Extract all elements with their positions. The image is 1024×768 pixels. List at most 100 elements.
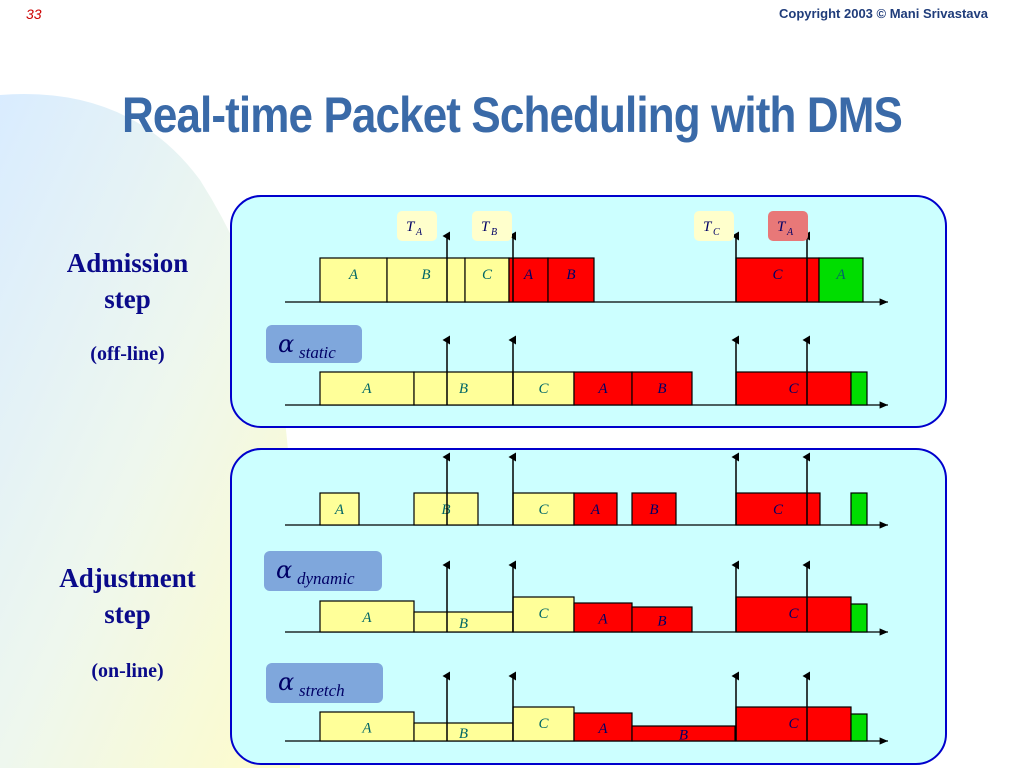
packet-a bbox=[319, 711, 415, 742]
badge-text: T bbox=[777, 219, 787, 235]
badge-text: T bbox=[481, 219, 491, 235]
admission-note: (off-line) bbox=[90, 343, 165, 365]
packet-label: A bbox=[361, 610, 372, 626]
packet-label: B bbox=[657, 381, 666, 397]
alpha-badge-bg bbox=[264, 551, 382, 591]
slide-title: Real-time Packet Scheduling with DMS bbox=[121, 87, 903, 143]
packet-label: C bbox=[538, 502, 549, 518]
packet-a bbox=[508, 257, 549, 303]
alpha-symbol: α bbox=[278, 330, 294, 358]
alpha-subscript: stretch bbox=[299, 681, 345, 700]
packet-slot bbox=[850, 492, 868, 526]
packet-label: B bbox=[459, 381, 468, 397]
packet-label: A bbox=[348, 267, 359, 283]
adjustment-step-label: Adjustment step (on-line) bbox=[35, 560, 220, 683]
packet-a bbox=[319, 371, 415, 406]
alpha-badge-bg bbox=[266, 663, 383, 703]
packet-a bbox=[573, 602, 633, 633]
packet-label: A bbox=[361, 721, 372, 737]
packet-b bbox=[631, 492, 677, 526]
packet-c bbox=[735, 257, 820, 303]
packet-label: C bbox=[482, 267, 493, 283]
packet-b bbox=[413, 492, 479, 526]
packet-label: B bbox=[679, 728, 688, 744]
packet-b bbox=[631, 371, 693, 406]
packet-label: C bbox=[538, 716, 549, 732]
alpha-dynamic-label: α dynamic bbox=[264, 551, 382, 591]
packet-b bbox=[413, 371, 514, 406]
adjustment-note: (on-line) bbox=[91, 660, 164, 682]
packet-label: A bbox=[590, 502, 601, 518]
packet-b bbox=[386, 257, 466, 303]
packet-label: A bbox=[597, 612, 608, 628]
packet-label: A bbox=[334, 502, 345, 518]
alpha-subscript: static bbox=[299, 343, 336, 362]
packet-c bbox=[512, 596, 575, 633]
alpha-symbol: α bbox=[278, 668, 294, 696]
packet-a bbox=[573, 492, 618, 526]
packet-slot bbox=[850, 371, 868, 406]
packet-b bbox=[547, 257, 595, 303]
packet-b bbox=[631, 725, 736, 742]
packet-label: C bbox=[538, 381, 549, 397]
packet-label: B bbox=[649, 502, 658, 518]
badge-subscript: C bbox=[713, 227, 720, 238]
packet-label: C bbox=[788, 716, 799, 732]
adjustment-line2: step bbox=[104, 599, 151, 629]
packet-slot bbox=[850, 713, 868, 742]
slide-number: 33 bbox=[26, 6, 42, 22]
packet-a bbox=[818, 257, 864, 303]
packet-c bbox=[735, 706, 852, 742]
badge-text: T bbox=[406, 219, 416, 235]
badge-bg bbox=[397, 211, 437, 241]
admission-line1: Admission bbox=[66, 248, 189, 278]
badge-bg bbox=[472, 211, 512, 241]
packet-label: C bbox=[538, 606, 549, 622]
packet-label: B bbox=[421, 267, 430, 283]
packet-a bbox=[319, 492, 360, 526]
adjustment-line1: Adjustment bbox=[59, 563, 196, 593]
packet-label: B bbox=[566, 267, 575, 283]
alpha-symbol: α bbox=[276, 556, 292, 584]
packet-label: B bbox=[459, 726, 468, 742]
packet-label: C bbox=[772, 267, 783, 283]
badge-subscript: A bbox=[786, 227, 794, 238]
packet-label: A bbox=[361, 381, 372, 397]
packet-label: B bbox=[459, 616, 468, 632]
background-swoosh bbox=[0, 94, 300, 768]
packet-c bbox=[735, 492, 821, 526]
packet-a bbox=[319, 257, 388, 303]
packet-label: A bbox=[835, 267, 846, 283]
badge-subscript: A bbox=[415, 227, 423, 238]
alpha-stretch-label: α stretch bbox=[266, 663, 383, 703]
packet-slot bbox=[850, 603, 868, 633]
alpha-subscript: dynamic bbox=[297, 569, 355, 588]
packet-label: A bbox=[597, 721, 608, 737]
packet-c bbox=[512, 371, 575, 406]
packet-label: C bbox=[773, 502, 784, 518]
packet-a bbox=[573, 371, 633, 406]
admission-line2: step bbox=[104, 284, 151, 314]
badge-bg bbox=[694, 211, 734, 241]
packet-label: A bbox=[597, 381, 608, 397]
admission-step-label: Admission step (off-line) bbox=[40, 245, 215, 366]
packet-label: B bbox=[441, 502, 450, 518]
packet-label: B bbox=[657, 614, 666, 630]
badge-subscript: B bbox=[491, 227, 497, 238]
packet-label: C bbox=[788, 606, 799, 622]
admission-panel bbox=[230, 195, 947, 428]
alpha-badge-bg bbox=[266, 325, 362, 363]
copyright-notice: Copyright 2003 © Mani Srivastava bbox=[779, 6, 988, 21]
packet-label: A bbox=[523, 267, 534, 283]
